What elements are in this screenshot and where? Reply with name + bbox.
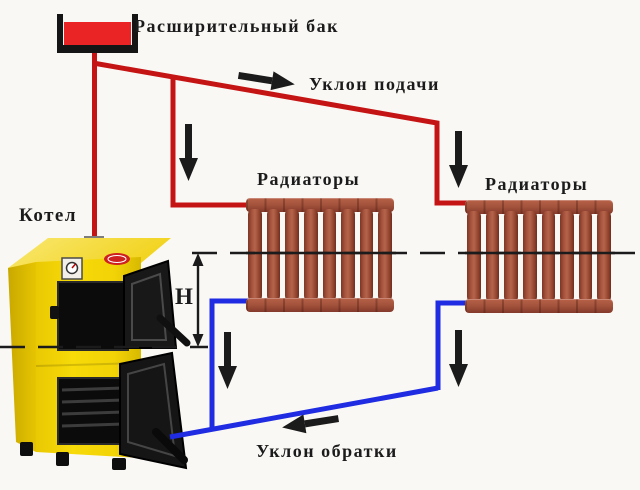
- boiler-leg: [20, 442, 33, 456]
- height-double-arrow: [192, 253, 204, 347]
- radiator-left-sections: [248, 209, 392, 301]
- expansion-tank-label: Расширительный бак: [134, 16, 340, 36]
- radiator-section: [597, 211, 611, 302]
- boiler-grate-bars: [61, 386, 125, 428]
- boiler-gauge-needle: [71, 263, 77, 269]
- radiator-section: [359, 209, 374, 301]
- drop-to-right-radiator-arrow: [449, 131, 468, 188]
- return-sloped-pipe: [169, 385, 439, 440]
- radiator-section: [541, 211, 556, 302]
- boiler: [8, 236, 191, 470]
- radiator-section: [248, 209, 262, 301]
- radiator-right-top-header: [465, 200, 613, 214]
- height-label: H: [175, 284, 193, 309]
- boiler-upper-door-frame: [131, 272, 168, 341]
- return-drop-left-pipe: [209, 298, 249, 429]
- radiator-section: [578, 211, 593, 302]
- return-slope-label: Уклон обратки: [256, 441, 398, 461]
- radiator-section: [467, 211, 481, 302]
- radiator-left-top-header: [246, 198, 394, 212]
- radiator-section: [560, 211, 574, 302]
- radiator-left-bottom-header: [246, 298, 394, 312]
- supply-branch-pipe: [170, 77, 249, 208]
- radiator-section: [266, 209, 281, 301]
- radiator-right: [465, 200, 613, 313]
- radiators-left-label: Радиаторы: [257, 169, 361, 189]
- radiator-section: [285, 209, 299, 301]
- boiler-brand-badge: [104, 253, 130, 265]
- expansion-tank-water: [64, 22, 131, 45]
- return-drop-left-arrow: [218, 332, 237, 389]
- drop-to-left-radiator-arrow: [179, 124, 198, 181]
- radiator-section: [504, 211, 518, 302]
- boiler-lower-door-handle: [152, 428, 188, 464]
- supply-sloped-pipe: [92, 60, 467, 206]
- radiator-right-bottom-header: [465, 299, 613, 313]
- boiler-door-latch: [50, 306, 59, 319]
- supply-flow-right-arrow: [237, 71, 295, 91]
- boiler-upper-door-handle: [156, 314, 191, 347]
- return-flow-left-arrow: [282, 414, 339, 434]
- return-drop-right-arrow: [449, 330, 468, 387]
- boiler-leg: [112, 458, 126, 470]
- radiator-right-sections: [467, 211, 611, 302]
- expansion-tank: [57, 14, 138, 53]
- radiator-section: [522, 211, 537, 302]
- radiator-section: [322, 209, 337, 301]
- radiator-section: [485, 211, 500, 302]
- radiator-section: [341, 209, 355, 301]
- boiler-label: Котел: [19, 205, 78, 226]
- boiler-leg: [56, 452, 69, 466]
- boiler-side-face: [8, 262, 36, 452]
- boiler-upper-door-opening: [57, 281, 129, 351]
- radiators-right-label: Радиаторы: [485, 174, 589, 194]
- boiler-lower-door-open: [119, 351, 188, 470]
- radiator-section: [378, 209, 392, 301]
- boiler-brand-badge-detail: [107, 255, 127, 263]
- radiator-section: [303, 209, 318, 301]
- radiator-left: [246, 198, 394, 312]
- supply-slope-label: Уклон подачи: [309, 74, 440, 94]
- return-drop-right-pipe: [435, 300, 467, 390]
